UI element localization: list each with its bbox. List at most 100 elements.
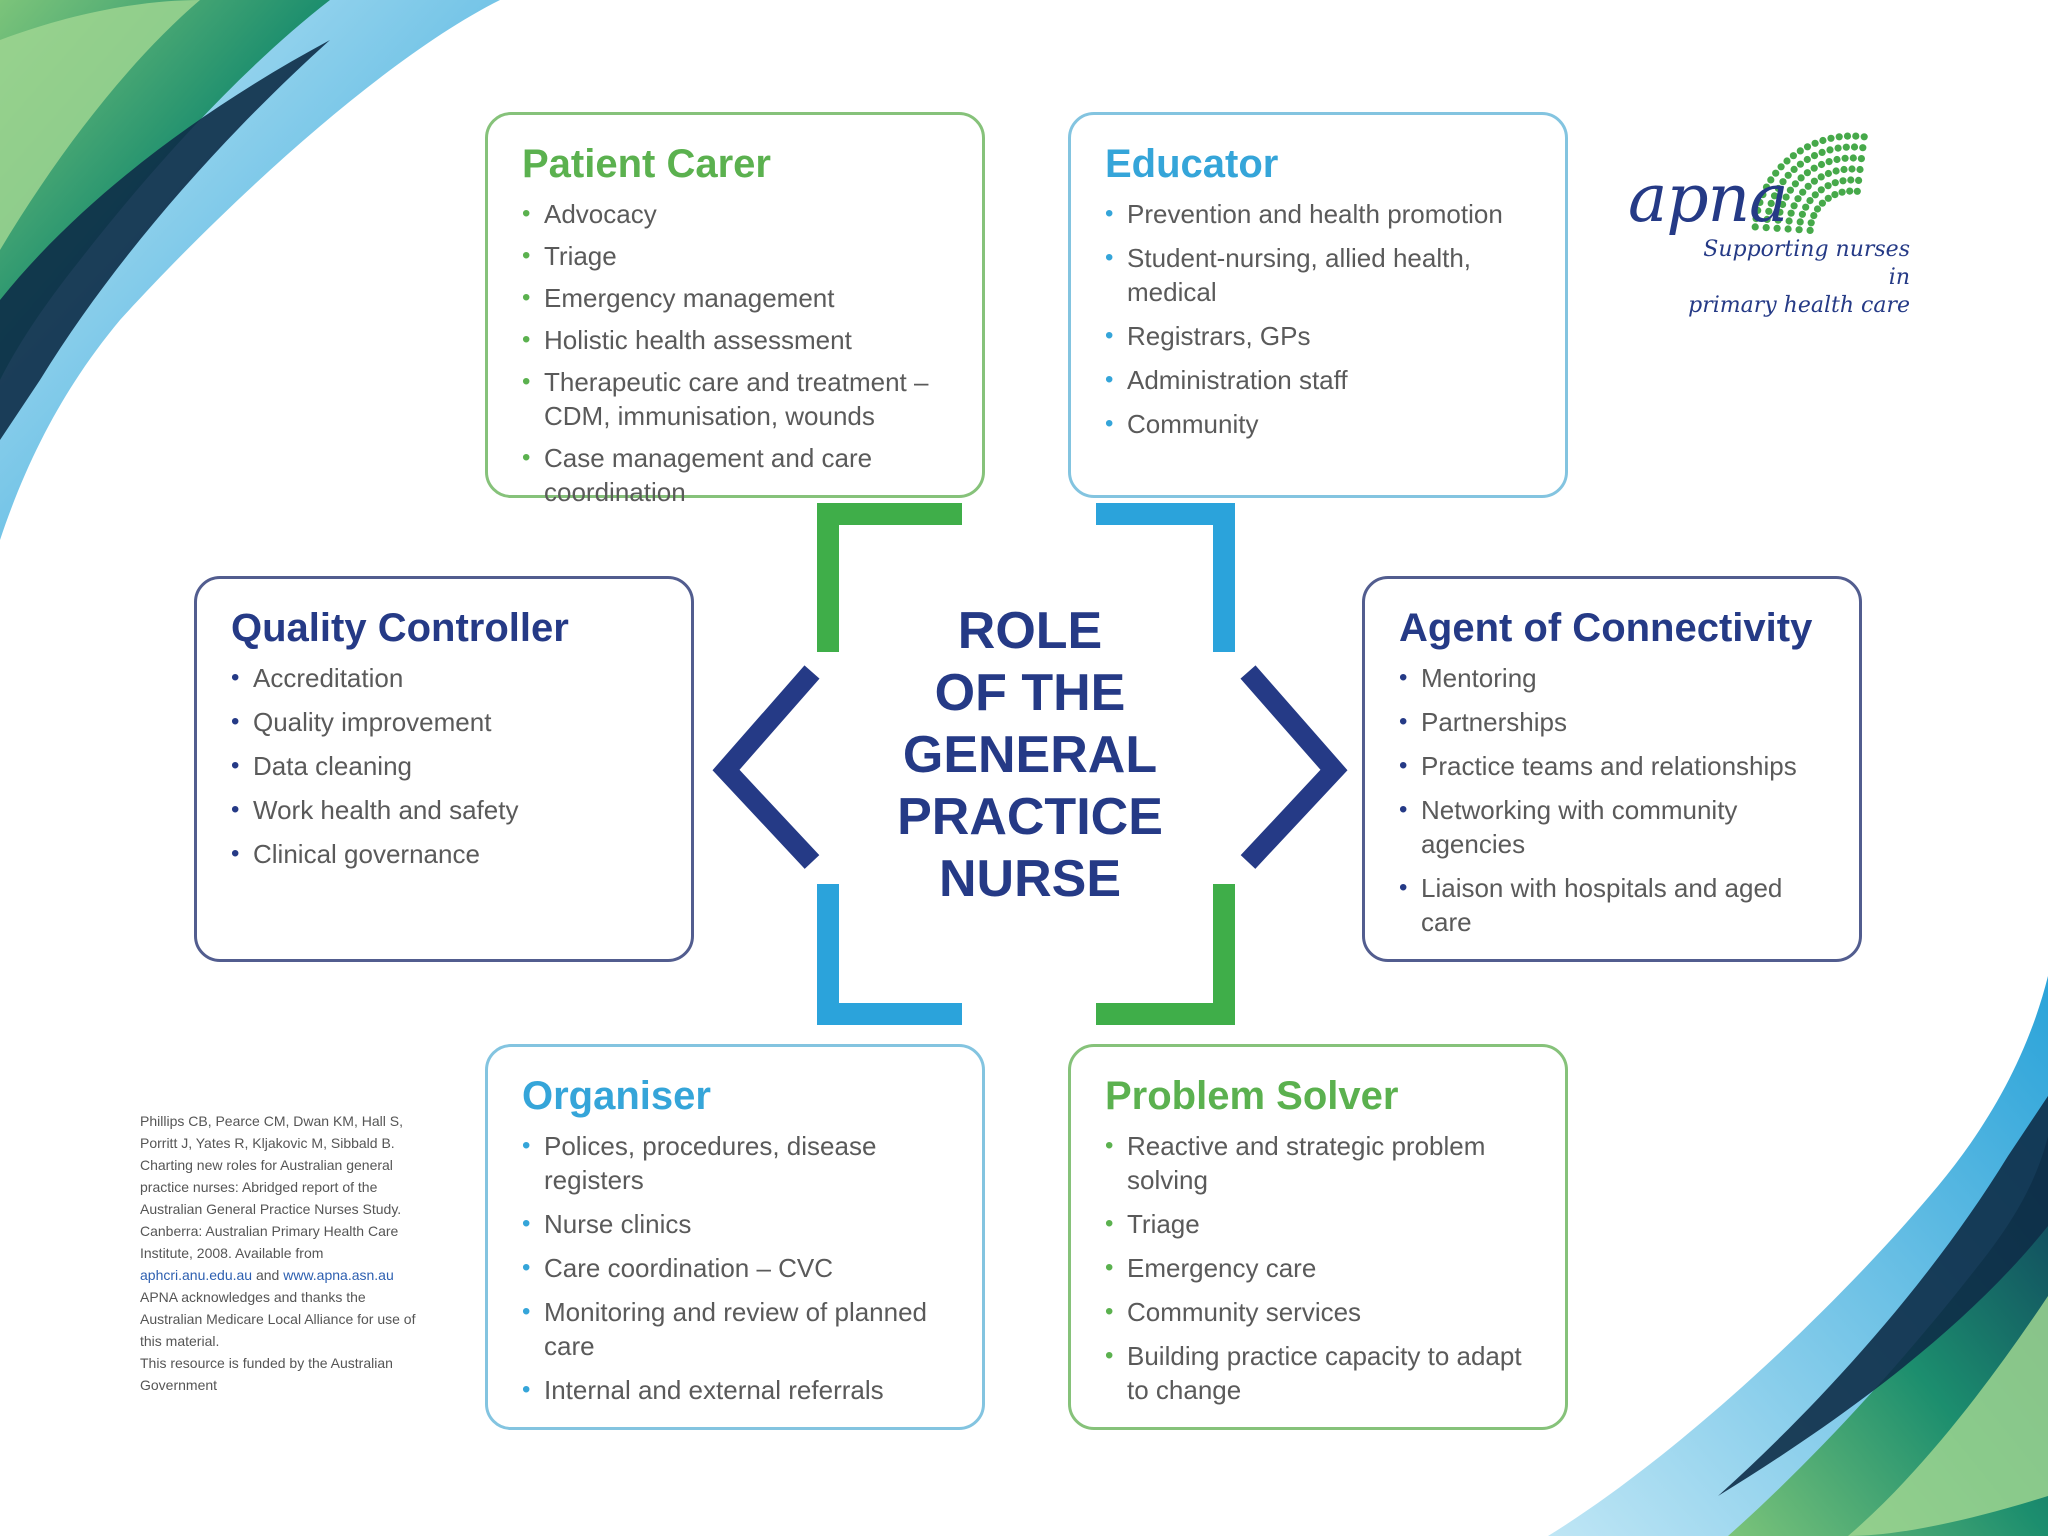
organiser-card: Organiser Polices, procedures, disease r… [485, 1044, 985, 1430]
problem-solver-card: Problem Solver Reactive and strategic pr… [1068, 1044, 1568, 1430]
acknowledgement-text: APNA acknowledges and thanks the Austral… [140, 1289, 416, 1349]
logo-dot [1838, 188, 1846, 196]
logo-dot [1831, 179, 1839, 187]
logo-dot [1791, 180, 1799, 188]
logo-dot [1859, 144, 1867, 152]
logo-dot [1803, 169, 1811, 177]
logo-dot [1783, 157, 1791, 165]
logo-dot [1773, 224, 1781, 232]
list-item: Quality improvement [231, 705, 657, 739]
logo-dot [1751, 223, 1759, 231]
patient-carer-card: Patient Carer Advocacy Triage Emergency … [485, 112, 985, 507]
logo-dot [1847, 176, 1855, 184]
bottom-left-bracket [817, 884, 962, 1025]
list-item: Clinical governance [231, 837, 657, 871]
logo-dot [1853, 187, 1861, 195]
logo-dot [1810, 212, 1818, 220]
apna-logo-dots-icon [1751, 132, 1868, 234]
logo-dot [1817, 186, 1825, 194]
logo-dot [1790, 165, 1798, 173]
logo-dot [1762, 224, 1770, 232]
logo-dot [1756, 198, 1764, 206]
logo-dot [1806, 226, 1814, 234]
card-list: Mentoring Partnerships Practice teams an… [1399, 661, 1825, 939]
logo-dot [1754, 206, 1762, 214]
logo-dot [1784, 171, 1792, 179]
logo-dot [1824, 169, 1832, 178]
center-title: ROLE OF THE GENERAL PRACTICE NURSE [880, 600, 1180, 910]
card-list: Accreditation Quality improvement Data c… [231, 661, 657, 871]
logo-dot [1818, 148, 1826, 156]
card-title: Patient Carer [522, 142, 771, 186]
logo-dot [1784, 225, 1792, 233]
logo-dot [1797, 174, 1805, 182]
list-item: Holistic health assessment [522, 323, 948, 357]
logo-dot [1831, 191, 1839, 199]
logo-dot [1774, 216, 1782, 224]
citation-link[interactable]: aphcri.anu.edu.au [140, 1267, 253, 1283]
apna-logo-tagline: Supporting nurses in primary health care [1680, 236, 1910, 320]
logo-dot [1848, 165, 1856, 173]
citation-and: and [255, 1267, 280, 1283]
card-title: Organiser [522, 1074, 711, 1118]
logo-dot [1852, 132, 1860, 140]
logo-dot [1817, 160, 1826, 169]
logo-dot [1804, 182, 1812, 190]
list-item: Community services [1105, 1295, 1531, 1329]
logo-dot [1807, 219, 1815, 227]
list-item: Practice teams and relationships [1399, 749, 1825, 783]
logo-dot [1786, 186, 1794, 194]
list-item: Advocacy [522, 197, 948, 231]
corner-swoosh-decoration [1548, 976, 2048, 1536]
funding-text: This resource is funded by the Australia… [140, 1355, 393, 1393]
right-chevron [1240, 665, 1348, 869]
list-item: Care coordination – CVC [522, 1251, 948, 1285]
logo-dot [1776, 208, 1784, 216]
list-item: Polices, procedures, disease registers [522, 1129, 948, 1197]
logo-dot [1811, 191, 1819, 199]
list-item: Liaison with hospitals and aged care [1399, 871, 1825, 939]
list-item: Triage [1105, 1207, 1531, 1241]
apna-website-link[interactable]: www.apna.asn.au [283, 1267, 394, 1283]
logo-dot [1819, 136, 1827, 145]
logo-dot [1840, 165, 1848, 174]
card-title: Educator [1105, 142, 1279, 186]
logo-dot [1813, 205, 1822, 213]
top-left-bracket [817, 503, 962, 652]
logo-dot [1785, 217, 1793, 225]
logo-dot [1796, 160, 1804, 168]
logo-dot [1799, 188, 1807, 196]
logo-dot [1790, 202, 1798, 210]
logo-dot [1802, 203, 1810, 211]
educator-card: Educator Prevention and health promotion… [1068, 112, 1568, 498]
logo-dot [1811, 139, 1819, 147]
center-title-line: GENERAL [902, 726, 1158, 784]
center-title-line: PRACTICE [897, 788, 1163, 846]
list-item: Work health and safety [231, 793, 657, 827]
logo-dot [1779, 200, 1787, 209]
list-item: Therapeutic care and treatment – CDM, im… [522, 365, 948, 433]
logo-dot [1826, 146, 1834, 154]
logo-dot [1834, 144, 1842, 152]
card-title: Agent of Connectivity [1399, 606, 1813, 650]
list-item: Mentoring [1399, 661, 1825, 695]
apna-logo-text: apna [1628, 160, 1788, 237]
logo-dot [1856, 165, 1864, 174]
card-list: Polices, procedures, disease registers N… [522, 1129, 948, 1407]
logo-dot [1810, 177, 1818, 185]
logo-dot [1798, 210, 1806, 218]
corner-swoosh-decoration [0, 0, 500, 540]
card-list: Advocacy Triage Emergency management Hol… [522, 197, 948, 509]
logo-dot [1842, 143, 1850, 151]
bottom-right-bracket [1096, 884, 1235, 1025]
list-item: Internal and external referrals [522, 1373, 948, 1407]
logo-dot [1779, 178, 1787, 186]
logo-dot [1763, 215, 1771, 223]
logo-dot [1789, 152, 1797, 160]
logo-dot [1803, 155, 1811, 164]
list-item: Data cleaning [231, 749, 657, 783]
logo-dot [1810, 164, 1818, 172]
list-item: Partnerships [1399, 705, 1825, 739]
logo-dot [1824, 194, 1832, 202]
logo-dot [1765, 207, 1773, 215]
